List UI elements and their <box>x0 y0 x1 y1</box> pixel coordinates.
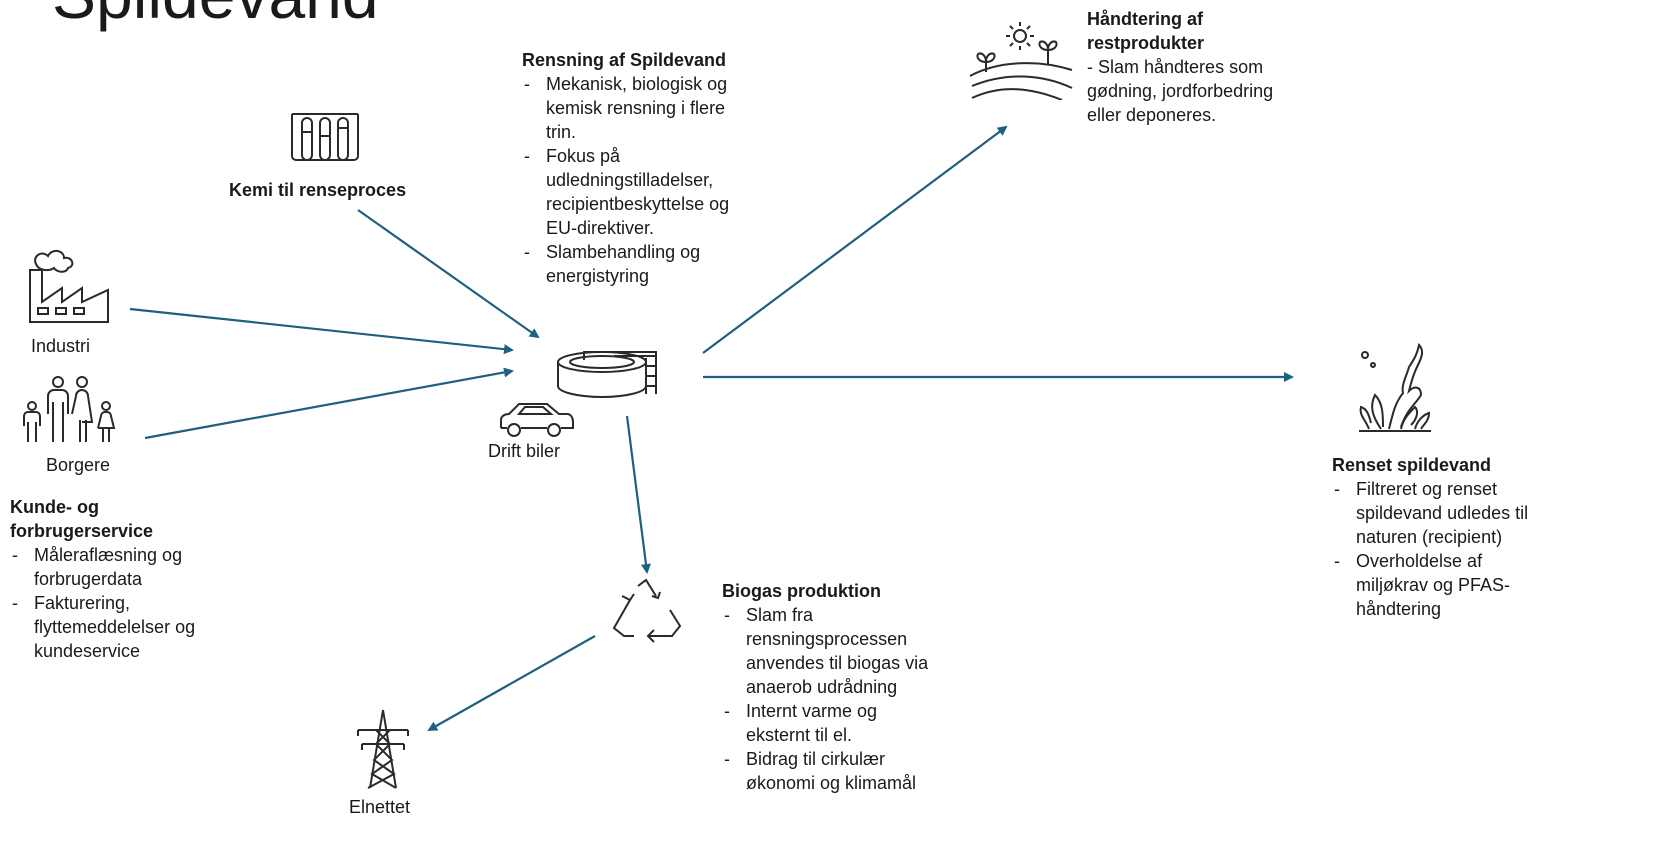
car-icon <box>497 398 577 440</box>
renset-item: Overholdelse af miljøkrav og PFAS- håndt… <box>1332 549 1528 621</box>
kunde-section: Kunde- og forbrugerservice Måleraflæsnin… <box>10 495 195 663</box>
arrow-kemi-to-plant <box>357 209 540 339</box>
biogas-heading: Biogas produktion <box>722 581 881 601</box>
arrow-biogas-to-elnettet <box>427 635 596 731</box>
family-icon <box>18 374 120 446</box>
rensning-section: Rensning af Spildevand Mekanisk, biologi… <box>522 48 729 288</box>
renset-heading: Renset spildevand <box>1332 455 1492 475</box>
test-tubes-icon <box>288 110 362 168</box>
recycle-icon <box>610 576 684 644</box>
biogas-item: Bidrag til cirkulær økonomi og klimamål <box>722 747 928 795</box>
arrow-industri-to-plant <box>129 307 514 355</box>
page-title: Spildevand <box>52 0 379 28</box>
kemi-label: Kemi til renseproces <box>229 180 407 200</box>
factory-icon <box>24 240 114 324</box>
biogas-section: Biogas produktion Slam fra rensningsproc… <box>722 579 928 795</box>
power-pylon-icon <box>354 708 412 790</box>
renset-section: Renset spildevand Filtreret og renset sp… <box>1332 453 1528 621</box>
seaweed-icon <box>1355 343 1435 435</box>
biogas-item: Slam fra rensningsprocessen anvendes til… <box>722 603 928 699</box>
biogas-item: Internt varme og eksternt til el. <box>722 699 928 747</box>
restprodukter-section: Håndtering af restprodukter - Slam håndt… <box>1087 7 1273 127</box>
rensning-item: Slambehandling og energistyring <box>522 240 729 288</box>
renset-item: Filtreret og renset spildevand udledes t… <box>1332 477 1528 549</box>
kunde-item: Fakturering, flyttemeddelelser og kundes… <box>10 591 195 663</box>
rensning-heading: Rensning af Spildevand <box>522 50 727 70</box>
restprodukter-heading-line: restprodukter <box>1087 33 1205 53</box>
restprodukter-text: - Slam håndteres som gødning, jordforbed… <box>1087 57 1274 125</box>
borgere-label: Borgere <box>46 455 111 475</box>
kunde-heading-line: forbrugerservice <box>10 521 154 541</box>
rensning-item: Mekanisk, biologisk og kemisk rensning i… <box>522 72 729 144</box>
arrow-plant-to-biogas <box>625 415 651 574</box>
restprodukter-heading-line: Håndtering af <box>1087 9 1204 29</box>
farmland-icon <box>968 18 1074 100</box>
elnettet-label: Elnettet <box>349 797 411 817</box>
arrow-borgere-to-plant <box>144 367 514 440</box>
kunde-item: Måleraflæsning og forbrugerdata <box>10 543 195 591</box>
rensning-item: Fokus på udledningstilladelser, recipien… <box>522 144 729 240</box>
industri-label: Industri <box>31 336 91 356</box>
drift-biler-label: Drift biler <box>488 441 561 461</box>
treatment-tank-icon <box>554 348 664 400</box>
kunde-heading-line: Kunde- og <box>10 497 99 517</box>
arrow-plant-to-restprodukter <box>702 125 1008 354</box>
